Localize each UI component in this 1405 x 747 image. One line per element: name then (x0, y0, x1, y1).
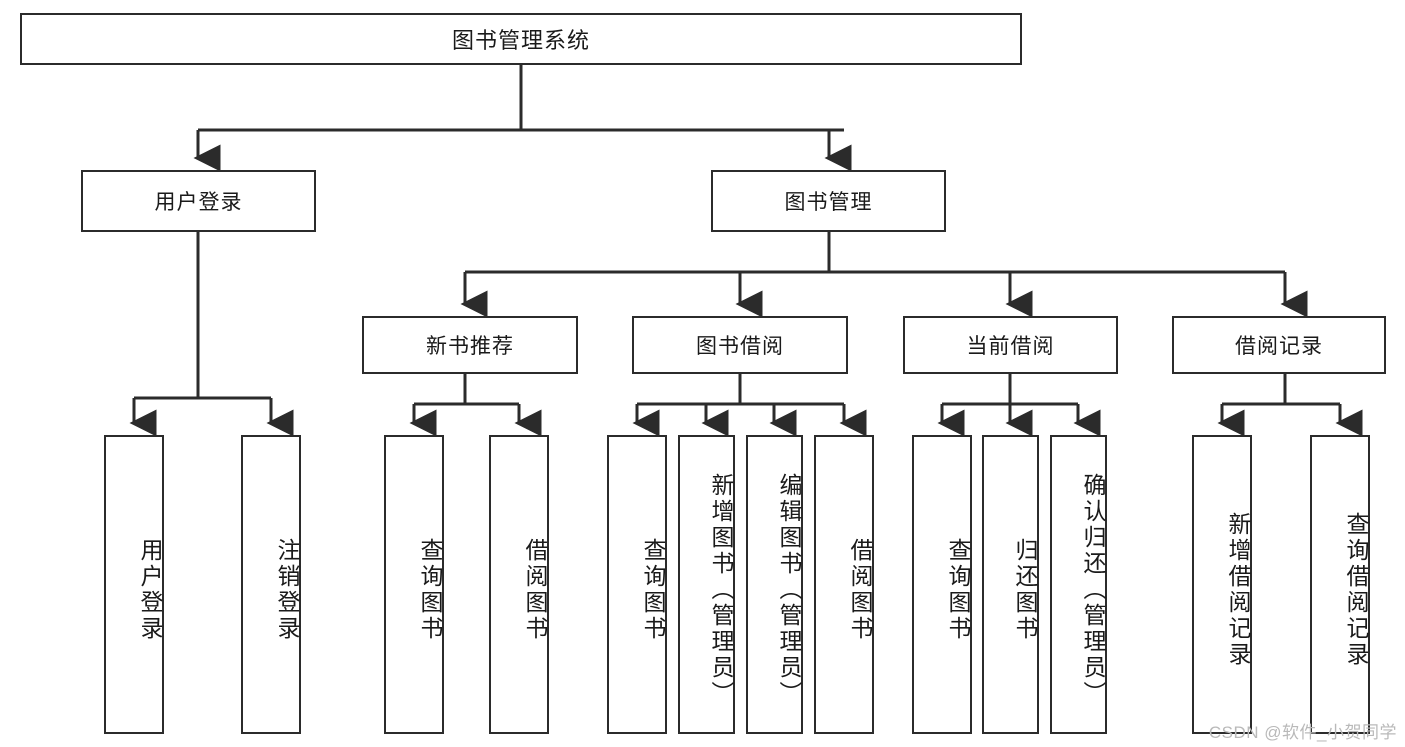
node-current-borrow[interactable]: 当前借阅 (903, 316, 1118, 374)
leaf-edit-book-admin[interactable]: 编辑图书（管理员） (746, 435, 803, 734)
leaf-user-login[interactable]: 用户登录 (104, 435, 164, 734)
watermark: CSDN @软件_小贺同学 (1208, 723, 1397, 742)
node-root[interactable]: 图书管理系统 (20, 13, 1022, 65)
leaf-return-book[interactable]: 归还图书 (982, 435, 1039, 734)
node-borrow-record[interactable]: 借阅记录 (1172, 316, 1386, 374)
leaf-confirm-return-admin[interactable]: 确认归还（管理员） (1050, 435, 1107, 734)
node-book-borrow[interactable]: 图书借阅 (632, 316, 848, 374)
leaf-logout[interactable]: 注销登录 (241, 435, 301, 734)
leaf-query-book-nb[interactable]: 查询图书 (384, 435, 444, 734)
leaf-add-book-admin[interactable]: 新增图书（管理员） (678, 435, 735, 734)
node-user-login[interactable]: 用户登录 (81, 170, 316, 232)
node-new-book-recommend[interactable]: 新书推荐 (362, 316, 578, 374)
leaf-query-borrow-record[interactable]: 查询借阅记录 (1310, 435, 1370, 734)
leaf-borrow-book-nb[interactable]: 借阅图书 (489, 435, 549, 734)
leaf-query-book-cb[interactable]: 查询图书 (912, 435, 972, 734)
leaf-borrow-book-bb[interactable]: 借阅图书 (814, 435, 874, 734)
leaf-query-book-bb[interactable]: 查询图书 (607, 435, 667, 734)
node-book-manage[interactable]: 图书管理 (711, 170, 946, 232)
leaf-add-borrow-record[interactable]: 新增借阅记录 (1192, 435, 1252, 734)
